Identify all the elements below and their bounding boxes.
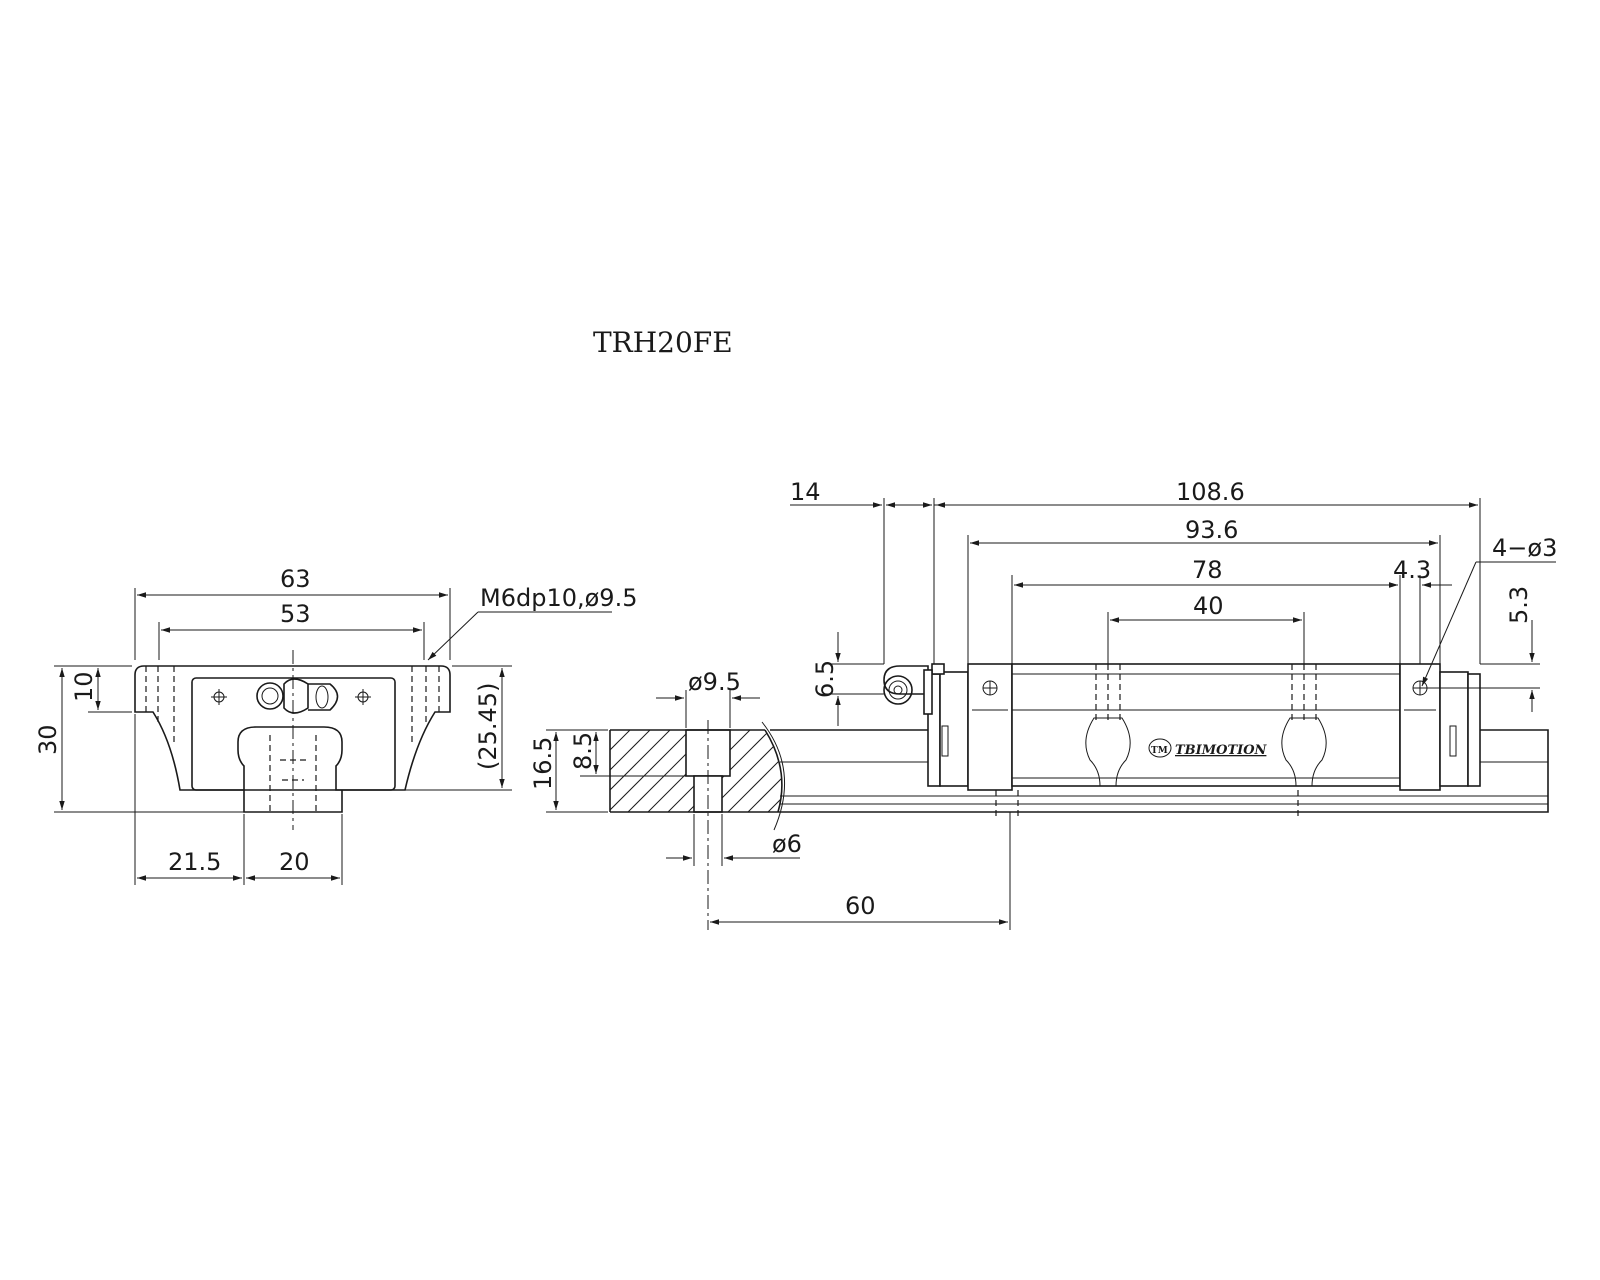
front-block-outline bbox=[134, 665, 451, 791]
dim-25-45: (25.45) bbox=[474, 683, 502, 770]
dim-10: 10 bbox=[70, 671, 98, 702]
dim-53: 53 bbox=[280, 600, 311, 628]
dim-78: 78 bbox=[1192, 556, 1223, 584]
dim-40: 40 bbox=[1193, 592, 1224, 620]
drawing-title: TRH20FE bbox=[593, 326, 733, 359]
callout-thread: M6dp10,ø9.5 bbox=[480, 584, 637, 612]
rail-section-view: ø9.5 8.5 16.5 ø6 60 bbox=[529, 668, 1011, 930]
dim-hole-6: ø6 bbox=[772, 830, 802, 858]
grease-nipple-side-icon bbox=[883, 665, 933, 715]
dim-63: 63 bbox=[280, 565, 311, 593]
logo-text: TBIMOTION bbox=[1175, 743, 1268, 758]
dim-height-16-5: 16.5 bbox=[529, 737, 557, 790]
dim-21-5: 21.5 bbox=[168, 848, 221, 876]
dim-93-6: 93.6 bbox=[1185, 516, 1238, 544]
grease-nipple-icon bbox=[256, 678, 339, 714]
dim-5-3: 5.3 bbox=[1505, 586, 1533, 624]
front-view: 63 53 M6dp10,ø9.5 10 30 (25.45) 21.5 20 bbox=[34, 565, 637, 885]
svg-text:TM: TM bbox=[1151, 746, 1168, 756]
carriage-body bbox=[1011, 663, 1401, 787]
tbimotion-logo: TM TBIMOTION bbox=[1148, 738, 1268, 758]
dim-108-6: 108.6 bbox=[1176, 478, 1245, 506]
dim-4-3: 4.3 bbox=[1393, 556, 1431, 584]
dim-pitch-60: 60 bbox=[845, 892, 876, 920]
dim-14: 14 bbox=[790, 478, 821, 506]
side-view: TM TBIMOTION 14 108.6 93.6 78 4.3 4−ø3 bbox=[770, 478, 1557, 818]
dim-depth-8-5: 8.5 bbox=[569, 732, 597, 770]
mounting-hole-icon bbox=[211, 689, 371, 705]
callout-holes: 4−ø3 bbox=[1492, 534, 1557, 562]
dim-6-5: 6.5 bbox=[811, 660, 839, 698]
dim-20: 20 bbox=[279, 848, 310, 876]
dim-bore-9-5: ø9.5 bbox=[688, 668, 741, 696]
dim-30: 30 bbox=[34, 724, 62, 755]
